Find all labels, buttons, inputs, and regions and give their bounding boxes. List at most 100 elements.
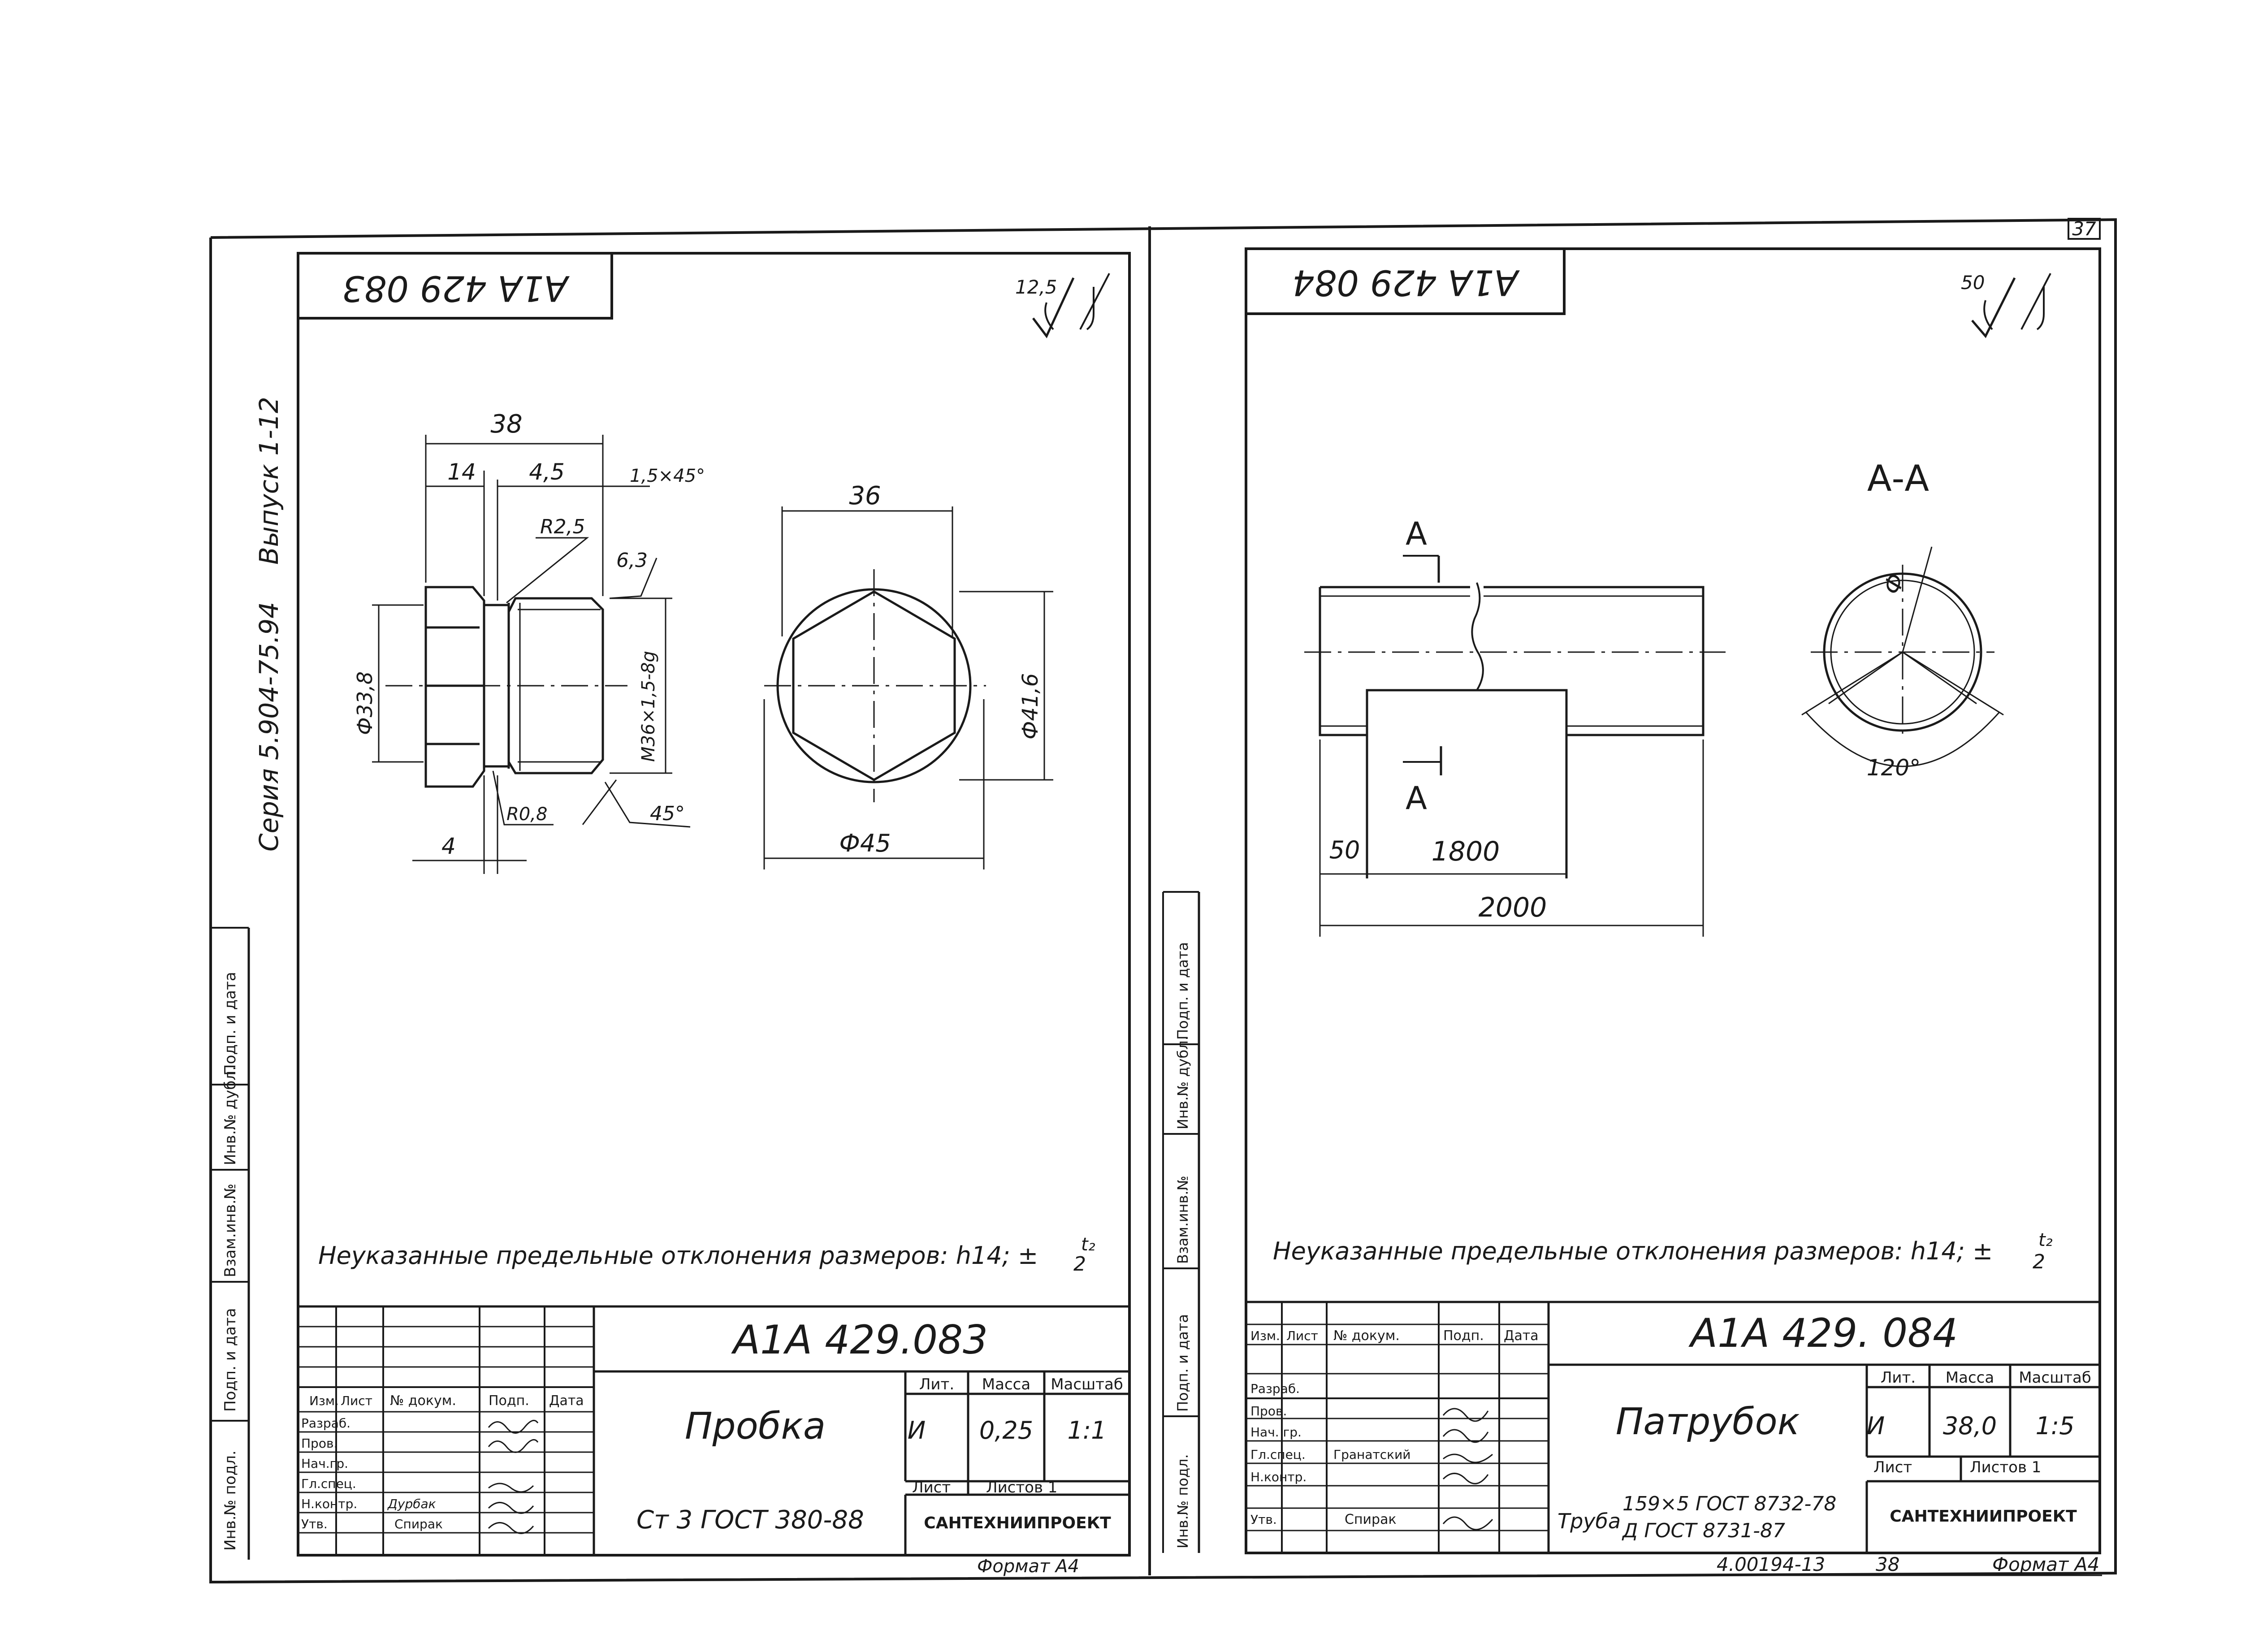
right-mass-header: Масса (1946, 1369, 1994, 1387)
left-scale: 1:1 (1068, 1416, 1107, 1444)
right-role-5: Н.контр. (1250, 1470, 1307, 1484)
left-role-1: Разраб. (301, 1416, 350, 1431)
plug-end-view (763, 506, 1053, 869)
signature (488, 1419, 539, 1434)
dim-angle-45: 45° (650, 802, 685, 825)
stamp-label-2: Инв.№ дубл. (221, 1066, 239, 1165)
left-part-name: Пробка (685, 1405, 826, 1448)
pipe-view (1304, 555, 1726, 937)
left-rev-h4: Подп. (489, 1393, 529, 1409)
dim-dia-33-8: Ф33,8 (353, 671, 377, 735)
signature (488, 1483, 534, 1493)
right-note: Неуказанные предельные отклонения размер… (1273, 1237, 1993, 1265)
stamp-label-3: Взам.инв.№ (221, 1184, 239, 1277)
series-label: Серия 5.904-75.94 (254, 602, 284, 852)
left-rev-h5: Дата (549, 1393, 584, 1409)
signature (488, 1439, 539, 1453)
right-lit: И (1867, 1412, 1885, 1440)
dim-chamfer: 1,5×45° (630, 466, 705, 486)
right-roughness-value: 50 (1961, 272, 1985, 294)
left-role-3: Нач.гр. (301, 1456, 348, 1471)
left-role-4: Гл.спец. (301, 1476, 356, 1491)
left-sheet-label: Лист (912, 1479, 951, 1496)
left-drawing-frame (297, 252, 1131, 1557)
stamp-label-1: Подп. и дата (221, 972, 239, 1076)
left-format: Формат А4 (977, 1556, 1079, 1577)
right-material-line2: Д ГОСТ 8731-87 (1622, 1519, 1785, 1542)
left-roughness-value: 12,5 (1015, 276, 1057, 298)
signature (1442, 1408, 1489, 1422)
left-scale-header: Масштаб (1051, 1375, 1123, 1393)
stamp-label-r5: Инв.№ подл. (1174, 1454, 1191, 1548)
right-lit-header: Лит. (1881, 1369, 1916, 1387)
roughness-symbol-left (1032, 277, 1075, 338)
roughness-symbol-right (1971, 277, 2016, 338)
right-drawing-frame (1245, 247, 2101, 1554)
right-material-prefix: Труба (1557, 1509, 1621, 1533)
left-note: Неуказанные предельные отклонения размер… (318, 1241, 1038, 1270)
left-role-6: Утв. (301, 1517, 328, 1531)
plug-side-view (372, 435, 691, 874)
footer-page: 38 (1876, 1553, 1899, 1575)
left-lit-header: Лит. (919, 1375, 954, 1393)
right-role-2: Пров. (1250, 1404, 1287, 1418)
right-name-4: Гранатский (1333, 1447, 1410, 1462)
left-role-5: Н.контр. (301, 1496, 357, 1511)
right-title-code: А1А 429. 084 (1688, 1310, 1958, 1356)
stamp-label-r2: Инв.№ дубл. (1174, 1036, 1191, 1129)
angle-120: 120° (1867, 755, 1921, 781)
page-number: 37 (2072, 218, 2096, 240)
stamp-label-4: Подп. и дата (221, 1308, 239, 1412)
right-sheets-label: Листов 1 (1970, 1458, 2041, 1476)
right-rev-h2: Лист (1286, 1328, 1318, 1343)
dim-dia-41-6: Ф41,6 (1018, 673, 1043, 740)
dim-1800: 1800 (1432, 836, 1500, 867)
stamp-label-r4: Подп. и дата (1174, 1314, 1191, 1412)
right-scale-header: Масштаб (2019, 1369, 2091, 1387)
section-title: А-А (1867, 458, 1930, 499)
right-role-4: Гл.спец. (1250, 1447, 1306, 1462)
left-note-frac-top: t₂ (1081, 1234, 1095, 1255)
right-note-frac-bottom: 2 (2033, 1250, 2045, 1273)
signature (488, 1502, 534, 1514)
left-lit: И (908, 1416, 926, 1444)
dim-14: 14 (447, 459, 476, 485)
left-mass: 0,25 (979, 1416, 1033, 1444)
stamp-label-5: Инв.№ подл. (221, 1450, 239, 1551)
left-code-box (297, 252, 613, 320)
right-scale: 1:5 (2036, 1412, 2075, 1440)
right-material-line1: 159×5 ГОСТ 8732-78 (1622, 1492, 1836, 1515)
dim-2000: 2000 (1479, 892, 1547, 923)
dim-50: 50 (1329, 836, 1360, 864)
signature (1442, 1429, 1489, 1443)
left-name-6: Спирак (394, 1517, 443, 1531)
dim-thread: М36×1,5-8g (638, 651, 659, 762)
right-sheet-label: Лист (1873, 1458, 1912, 1476)
right-rev-h4: Подп. (1443, 1328, 1484, 1344)
dim-roughness-6-3: 6,3 (616, 549, 648, 572)
right-role-1: Разраб. (1250, 1381, 1300, 1396)
section-mark-top: А (1406, 515, 1427, 552)
right-format: Формат А4 (1992, 1553, 2099, 1575)
right-code-box (1245, 247, 1566, 315)
pipe-section-view (1801, 546, 2004, 767)
left-org: САНТЕХНИИПРОЕКТ (924, 1514, 1111, 1532)
stamp-label-r3: Взам.инв.№ (1174, 1176, 1191, 1264)
left-role-2: Пров. (301, 1436, 337, 1451)
right-rev-h3: № докум. (1333, 1328, 1400, 1344)
left-rev-h2: Лист (341, 1393, 372, 1408)
right-role-6: Утв. (1250, 1512, 1277, 1527)
left-sheets-label: Листов 1 (986, 1479, 1057, 1496)
right-mass: 38,0 (1943, 1412, 1997, 1440)
dim-r0-8: R0,8 (506, 804, 547, 825)
left-code-rotated: А1А 429 083 (342, 268, 570, 308)
left-title-block (298, 1305, 1129, 1555)
dim-r2-5: R2,5 (540, 515, 585, 538)
dim-36: 36 (849, 481, 881, 510)
left-rev-h1: Изм. (309, 1393, 339, 1408)
left-name-5: Дурбак (387, 1496, 436, 1511)
dim-38: 38 (490, 410, 522, 439)
right-title-block (1246, 1301, 2100, 1553)
left-mass-header: Масса (982, 1375, 1030, 1393)
